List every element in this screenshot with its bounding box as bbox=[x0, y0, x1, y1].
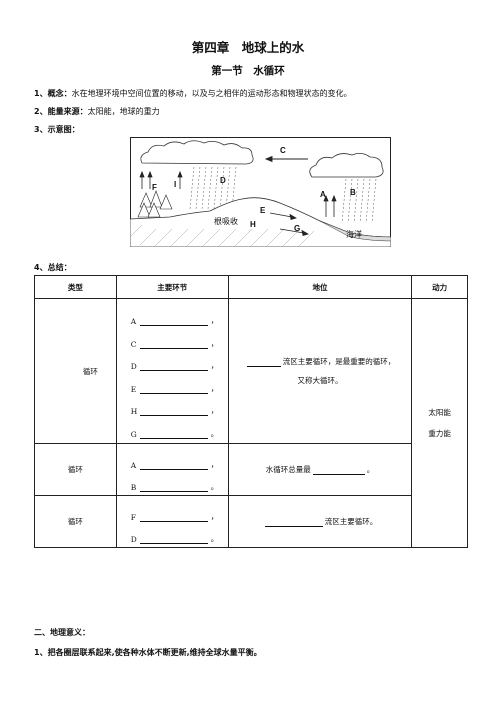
sea-label: 海洋 bbox=[346, 229, 362, 239]
right-cloud bbox=[309, 153, 384, 178]
blank-field[interactable] bbox=[139, 534, 208, 544]
label-h: H bbox=[250, 220, 256, 229]
summary-heading: 4、总结： bbox=[34, 263, 72, 272]
rain-right bbox=[341, 178, 377, 224]
row3-type: 循环 bbox=[34, 495, 117, 548]
header-type: 类型 bbox=[34, 275, 117, 299]
label-e: E bbox=[260, 206, 266, 215]
label-f: F bbox=[152, 183, 157, 192]
chapter-title: 第四章 地球上的水 bbox=[191, 40, 305, 55]
concept-text: 水在地理环境中空间位置的移动，以及与之相伴的运动形态和物理状态的变化。 bbox=[71, 89, 352, 98]
header-links: 主要环节 bbox=[115, 275, 229, 299]
energy-label: 2、能量来源： bbox=[34, 107, 88, 116]
trees bbox=[137, 190, 173, 218]
significance-point-1: 1、把各圈层联系起来,使各种水体不断更新,维持全球水量平衡。 bbox=[34, 648, 262, 657]
blank-field[interactable] bbox=[139, 361, 208, 371]
table-row: 循环 A， B。 水循环总量最。 bbox=[34, 443, 468, 496]
runoff-arrows bbox=[269, 212, 309, 237]
blank-field[interactable] bbox=[264, 518, 323, 527]
table-row: 循环 F， D。 流区主要循环。 bbox=[34, 495, 468, 548]
row1-links: A， C， D， E， H， G。 bbox=[115, 298, 229, 444]
blank-field[interactable] bbox=[139, 406, 208, 416]
blank-field[interactable] bbox=[139, 384, 208, 394]
header-status: 地位 bbox=[227, 275, 413, 299]
label-a: A bbox=[320, 190, 326, 199]
blank-field[interactable] bbox=[139, 482, 208, 492]
summary-table: 类型 主要环节 地位 动力 循环 A， C， D， E， H， G。 流区主要循… bbox=[34, 275, 468, 548]
left-cloud bbox=[140, 140, 254, 165]
label-c: C bbox=[280, 146, 286, 155]
row2-links: A， B。 bbox=[115, 443, 229, 496]
energy-line: 2、能量来源：太阳能，地球的重力 bbox=[34, 106, 160, 117]
concept-label: 1、概念： bbox=[34, 89, 72, 98]
table-header-row: 类型 主要环节 地位 动力 bbox=[34, 275, 468, 299]
water-cycle-diagram: C D F I A B E H G 根吸收 海洋 bbox=[130, 137, 391, 247]
blank-field[interactable] bbox=[312, 466, 365, 475]
table-row: 循环 A， C， D， E， H， G。 流区主要循环，是最重要的循环， 又称大… bbox=[34, 298, 468, 548]
power-cell: 太阳能 重力能 bbox=[411, 298, 468, 548]
blank-field[interactable] bbox=[139, 339, 208, 349]
label-g: G bbox=[294, 224, 300, 233]
blank-field[interactable] bbox=[139, 460, 208, 470]
concept-line: 1、概念：水在地理环境中空间位置的移动，以及与之相伴的运动形态和物理状态的变化。 bbox=[34, 88, 352, 99]
section-title: 第一节 水循环 bbox=[211, 65, 285, 77]
diagram-heading: 3、示意图： bbox=[34, 125, 80, 134]
blank-field[interactable] bbox=[139, 429, 208, 439]
row2-type: 循环 bbox=[34, 443, 117, 496]
rain-left bbox=[189, 166, 237, 210]
label-d: D bbox=[220, 176, 226, 185]
row1-type: 循环 bbox=[34, 298, 117, 444]
blank-field[interactable] bbox=[139, 512, 208, 522]
blank-field[interactable] bbox=[246, 358, 281, 367]
row3-status: 流区主要循环。 bbox=[227, 495, 413, 548]
label-b: B bbox=[350, 188, 356, 197]
power-gravity: 重力能 bbox=[428, 429, 451, 438]
blank-field[interactable] bbox=[139, 316, 208, 326]
ground-hatch bbox=[130, 224, 315, 247]
header-power: 动力 bbox=[411, 275, 468, 299]
vapor-transport-arrow bbox=[264, 155, 308, 163]
evaporation-arrows bbox=[139, 170, 337, 217]
root-absorption-label: 根吸收 bbox=[214, 216, 238, 226]
label-i: I bbox=[174, 180, 176, 189]
row3-links: F， D。 bbox=[115, 495, 229, 548]
row1-status: 流区主要循环，是最重要的循环， 又称大循环。 bbox=[227, 298, 413, 444]
sea-surface bbox=[319, 220, 391, 242]
row2-status: 水循环总量最。 bbox=[227, 443, 413, 496]
energy-text: 太阳能，地球的重力 bbox=[87, 107, 160, 116]
power-solar: 太阳能 bbox=[428, 408, 451, 417]
significance-heading: 二、地理意义： bbox=[34, 628, 90, 637]
